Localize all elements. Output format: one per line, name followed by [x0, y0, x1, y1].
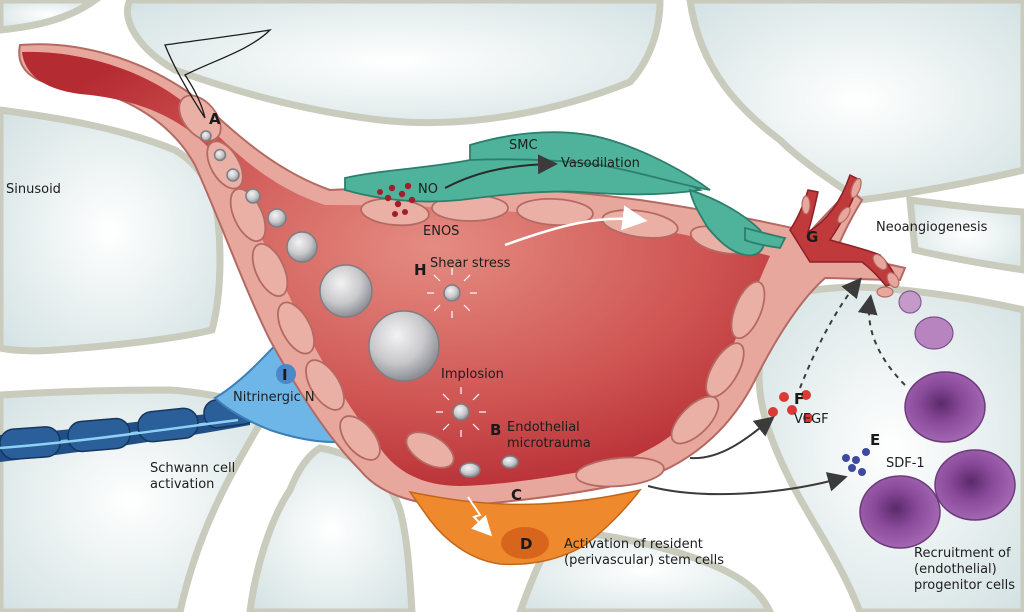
implosion-rays	[427, 268, 486, 437]
smooth-muscle-cells	[344, 131, 787, 257]
recruitment-label-line2: (endothelial)	[914, 562, 997, 577]
schwann-label-line2: activation	[150, 477, 214, 492]
marker-a: A	[209, 110, 221, 128]
vasodilation-label: Vasodilation	[561, 156, 640, 171]
recruitment-label-line3: progenitor cells	[914, 578, 1015, 593]
schwann-label-line1: Schwann cell	[150, 461, 235, 476]
neoangiogenesis-label: Neoangiogenesis	[876, 220, 988, 235]
nitrinergic-label: Nitrinergic N	[233, 390, 315, 405]
sinusoid-label: Sinusoid	[6, 182, 61, 197]
marker-d: D	[520, 535, 532, 553]
marker-i-badge	[276, 364, 296, 384]
marker-c: C	[511, 486, 522, 504]
shear-stress-arrow	[504, 205, 648, 247]
vessel-to-vegf-arrow	[689, 416, 775, 460]
stem-cell-nucleus	[501, 527, 549, 559]
marker-b: B	[490, 421, 501, 439]
enos-label: ENOS	[423, 224, 459, 239]
marker-g: G	[806, 228, 818, 246]
marker-i: I	[282, 366, 288, 384]
nerve-wire	[164, 29, 272, 119]
smc-label: SMC	[509, 138, 538, 153]
neoangiogenesis-sprout	[789, 173, 900, 298]
marker-e: E	[870, 431, 880, 449]
no-label: NO	[418, 182, 438, 197]
gas-bubbles	[200, 130, 519, 478]
endothelial-label-line1: Endothelial	[507, 420, 580, 435]
recruitment-label-line1: Recruitment of	[914, 546, 1011, 561]
vegf-molecules	[768, 390, 813, 423]
no-molecules	[377, 182, 416, 217]
vegf-to-sprout-arrow	[799, 277, 862, 389]
endothelial-label-line2: microtrauma	[507, 436, 591, 451]
stem-cell-label-line2: (perivascular) stem cells	[564, 553, 724, 568]
marker-h: H	[414, 261, 427, 279]
activation-bolt	[467, 496, 493, 537]
vessel-lumen	[22, 51, 770, 486]
stem-cell-label-line1: Activation of resident	[564, 537, 703, 552]
progenitor-cells	[859, 290, 1016, 549]
vessel-to-sdf1-arrow	[647, 472, 848, 496]
no-to-vasodilation-arrow	[444, 154, 558, 189]
progenitor-to-sprout-arrow	[857, 294, 906, 386]
marker-f: F	[794, 390, 804, 408]
sdf1-label: SDF-1	[886, 456, 925, 471]
shear-stress-label: Shear stress	[430, 256, 511, 271]
sdf1-molecules	[842, 448, 870, 476]
implosion-label: Implosion	[441, 367, 504, 382]
vegf-label: VEGF	[794, 412, 829, 427]
